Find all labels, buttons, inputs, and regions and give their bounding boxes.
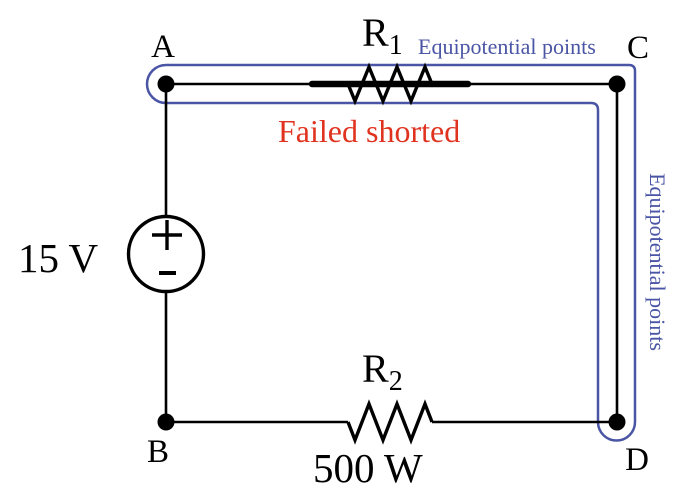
resistor-r2-label: R2	[362, 346, 403, 397]
node-label-a: A	[151, 29, 175, 65]
source-voltage-label: 15 V	[18, 235, 99, 281]
voltage-source-circle	[126, 214, 206, 294]
resistor-r2-zigzag	[346, 399, 434, 445]
node-label-c: C	[627, 30, 649, 66]
resistor-r2-label-sub: 2	[389, 366, 403, 397]
equipotential-points-label-right: Equipotential points	[645, 173, 670, 351]
resistor-r1-label-base: R	[362, 10, 389, 55]
node-dot-a	[157, 75, 175, 93]
node-dot-b	[157, 413, 175, 431]
node-label-b: B	[147, 434, 169, 470]
node-dot-d	[608, 413, 626, 431]
node-dot-c	[608, 75, 626, 93]
resistor-r2-label-base: R	[362, 346, 389, 391]
resistor-r1-label-sub: 1	[389, 30, 403, 61]
resistor-r1-label: R1	[362, 10, 403, 61]
equipotential-points-label-top: Equipotential points	[418, 34, 596, 59]
resistor-r2-power-label: 500 W	[313, 445, 423, 491]
failure-note-label: Failed shorted	[278, 113, 460, 149]
node-label-d: D	[625, 442, 649, 478]
